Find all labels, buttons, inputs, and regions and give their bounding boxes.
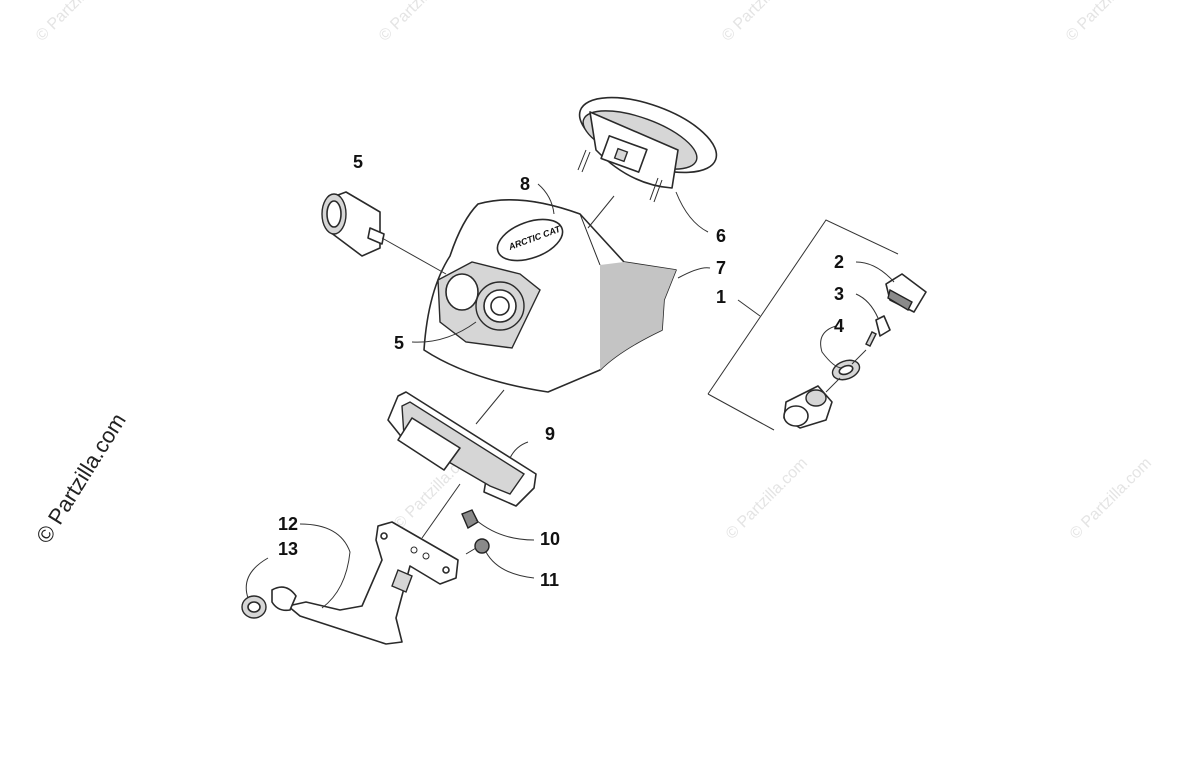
callout-8: 8: [520, 174, 530, 194]
callout-5-top: 5: [353, 152, 363, 172]
part-11-screw: [465, 538, 490, 555]
callout-10: 10: [540, 529, 560, 549]
callout-11: 11: [540, 570, 559, 590]
callout-6: 6: [716, 226, 726, 246]
part-1-ignition-kit: [783, 273, 927, 429]
callout-2: 2: [834, 252, 844, 272]
watermark-mid-2: © Partzilla.com: [723, 455, 811, 543]
callout-13: 13: [278, 539, 298, 559]
callout-1: 1: [716, 287, 726, 307]
part-10-clip-nut: [461, 509, 479, 530]
ignition-switch-body: [783, 385, 833, 429]
part-13-grommet: [241, 595, 267, 619]
watermark-top-1: © Partzilla.com: [33, 0, 121, 45]
callout-9: 9: [545, 424, 555, 444]
watermark-top-2: © Partzilla.com: [376, 0, 464, 45]
callout-7: 7: [716, 258, 726, 278]
part-3-key: [865, 315, 891, 347]
side-watermark: © Partzilla.com: [31, 409, 131, 548]
part-5-power-socket: [321, 191, 385, 257]
part-6-gauge: [577, 96, 718, 203]
callout-3: 3: [834, 284, 844, 304]
watermark-top-4: © Partzilla.com: [1063, 0, 1151, 45]
callout-5-mid: 5: [394, 333, 404, 353]
part-8-pod-housing: ARCTIC CAT: [423, 198, 677, 393]
part-12-mounting-bracket: [271, 521, 459, 645]
part-4-nut: [831, 359, 861, 381]
callout-labels: 5 8 6 7 1 2 3 4 5 9 10 11 12 13: [278, 152, 844, 590]
watermark-top-3: © Partzilla.com: [719, 0, 807, 45]
watermark-mid-3: © Partzilla.com: [1067, 455, 1155, 543]
callout-4: 4: [834, 316, 844, 336]
callout-12: 12: [278, 514, 298, 534]
part-2-key-cap: [885, 273, 927, 313]
leader-lines: [245, 183, 899, 609]
part-9-lower-bezel: [387, 391, 537, 507]
